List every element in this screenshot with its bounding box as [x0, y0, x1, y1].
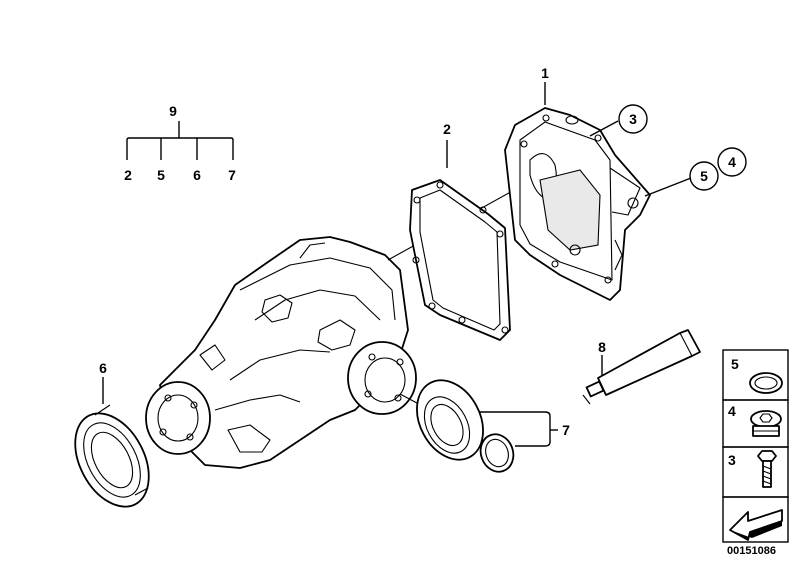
- callout-plug: 4: [728, 154, 736, 170]
- group-bracket: 9 2 5 6 7: [124, 103, 236, 183]
- side-panel-number: 3: [728, 452, 736, 468]
- callout-bracket: [480, 411, 551, 447]
- callout-circle: [618, 104, 648, 134]
- group-label: 9: [169, 103, 177, 119]
- callout-cover: 1: [541, 65, 549, 81]
- group-member-label: 5: [157, 167, 165, 183]
- group-member-label: 7: [228, 167, 236, 183]
- side-panel-number: 5: [731, 356, 739, 372]
- right-shaft-seal: [416, 379, 515, 473]
- callout-ring: 5: [700, 168, 708, 184]
- diagram-id: 00151086: [727, 545, 776, 557]
- hex-bolt-icon: [757, 450, 777, 488]
- callout-line: [589, 120, 619, 137]
- side-panel-cell: [722, 496, 789, 543]
- screw-plug-icon: [750, 410, 782, 437]
- rear-cover: [504, 107, 651, 301]
- callout-circle: [717, 147, 747, 177]
- group-member-label: 6: [193, 167, 201, 183]
- callout-circle: [689, 161, 719, 191]
- side-panel-number: 4: [728, 403, 736, 419]
- left-shaft-seal: [74, 404, 150, 508]
- group-member-label: 2: [124, 167, 132, 183]
- callout-gasket: 2: [443, 121, 451, 137]
- callout-bolt: 3: [629, 111, 637, 127]
- callout-right-seal: 7: [562, 422, 570, 438]
- callout-line: [644, 177, 692, 197]
- side-panel: 5 4 3: [722, 349, 789, 543]
- sealant-tube: [582, 329, 701, 405]
- callout-sealant: 8: [598, 339, 606, 355]
- differential-housing: [145, 236, 417, 469]
- arrow-icon: [729, 509, 783, 541]
- cover-gasket: [409, 179, 511, 341]
- callout-left-seal: 6: [99, 360, 107, 376]
- sealing-ring-icon: [749, 372, 783, 394]
